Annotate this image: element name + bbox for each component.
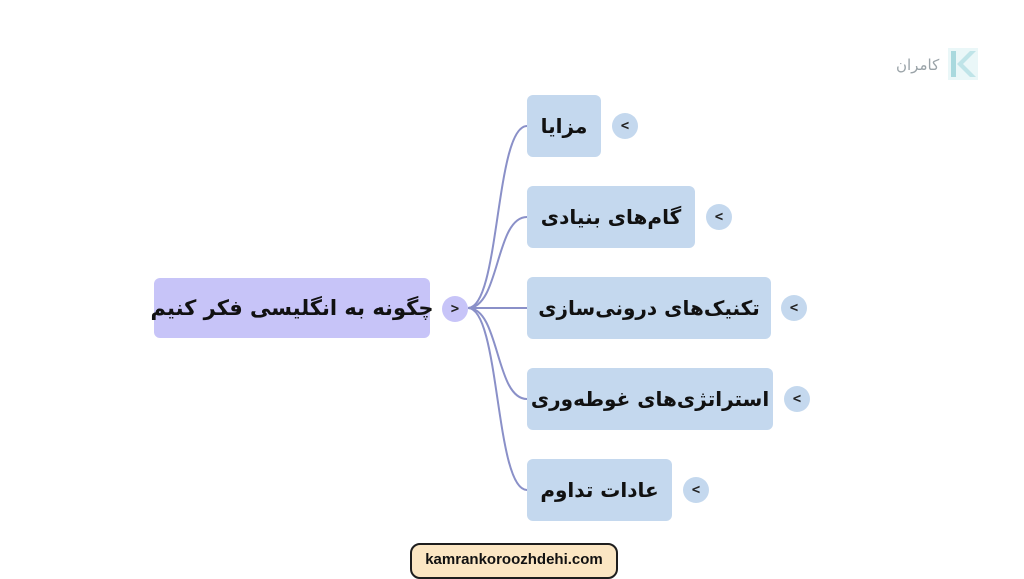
child-expand-toggle-2[interactable]: <: [706, 204, 732, 230]
child-node-2[interactable]: گام‌های بنیادی: [527, 186, 695, 248]
child-node-label: گام‌های بنیادی: [540, 205, 682, 229]
connector-1: [467, 125, 528, 309]
child-node-label: عادات تداوم: [540, 478, 659, 502]
connector-2: [467, 216, 528, 309]
chevron-left-icon: <: [620, 118, 630, 134]
root-collapse-toggle[interactable]: >: [442, 296, 468, 322]
child-node-4[interactable]: استراتژی‌های غوطه‌وری: [527, 368, 773, 430]
connector-4: [467, 307, 528, 400]
root-node[interactable]: چگونه به انگلیسی فکر کنیم: [151, 278, 433, 338]
k-letter-logo-icon: [948, 48, 978, 80]
brand-logo: کامران: [896, 48, 986, 84]
chevron-right-icon: >: [450, 301, 460, 317]
child-node-3[interactable]: تکنیک‌های درونی‌سازی: [527, 277, 771, 339]
brand-name: کامران: [896, 56, 940, 74]
website-badge: kamrankoroozhdehi.com: [410, 543, 618, 579]
child-node-5[interactable]: عادات تداوم: [527, 459, 672, 521]
child-expand-toggle-4[interactable]: <: [784, 386, 810, 412]
chevron-left-icon: <: [714, 209, 724, 225]
child-node-label: تکنیک‌های درونی‌سازی: [538, 296, 760, 320]
website-url: kamrankoroozhdehi.com: [425, 551, 603, 568]
connector-5: [467, 307, 528, 491]
child-node-label: استراتژی‌های غوطه‌وری: [530, 387, 770, 411]
child-expand-toggle-5[interactable]: <: [683, 477, 709, 503]
chevron-left-icon: <: [792, 391, 802, 407]
chevron-left-icon: <: [691, 482, 701, 498]
chevron-left-icon: <: [789, 300, 799, 316]
child-node-label: مزایا: [540, 114, 588, 138]
child-expand-toggle-3[interactable]: <: [781, 295, 807, 321]
child-expand-toggle-1[interactable]: <: [612, 113, 638, 139]
root-label: چگونه به انگلیسی فکر کنیم: [150, 296, 434, 320]
child-node-1[interactable]: مزایا: [527, 95, 601, 157]
